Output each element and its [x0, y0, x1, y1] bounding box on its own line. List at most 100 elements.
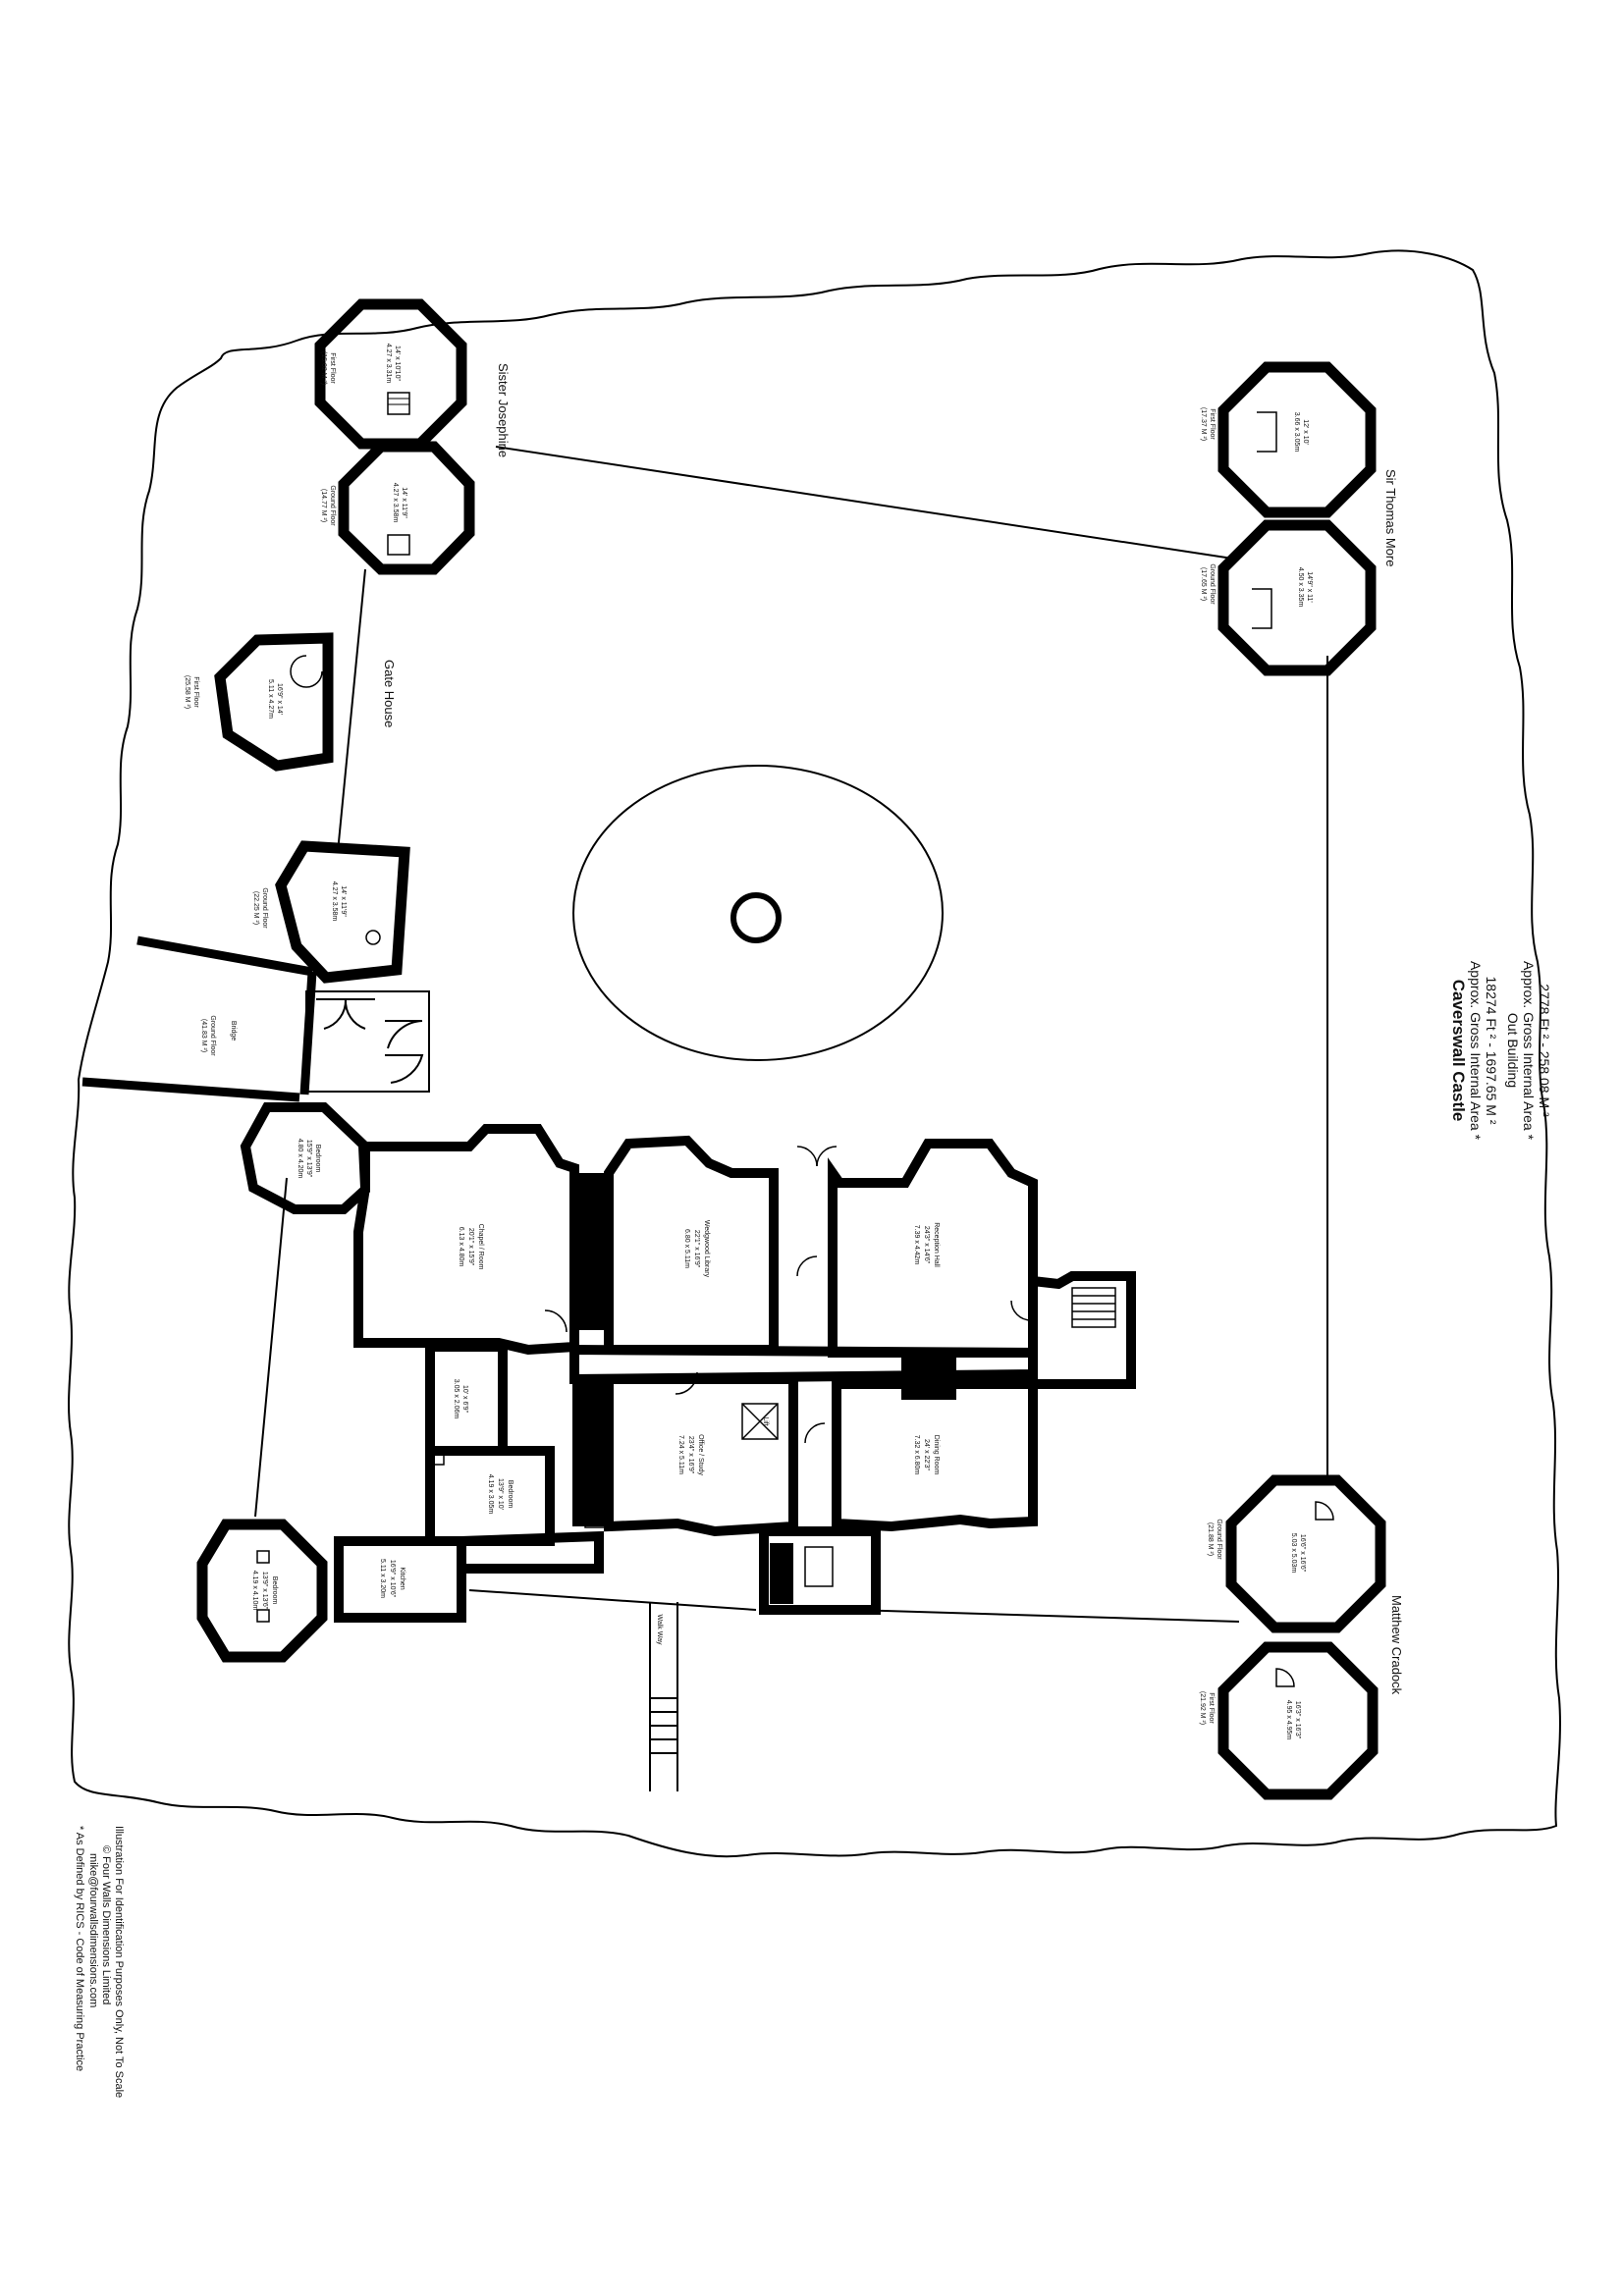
tower-gate-house-ground-floor: [275, 840, 410, 984]
grounds-boundary: [68, 249, 1561, 1858]
svg-text:23'4" x 16'9": 23'4" x 16'9": [687, 1436, 694, 1474]
svg-text:(17.37 M ²): (17.37 M ²): [1200, 407, 1207, 441]
main-house-fixtures: [431, 1287, 1116, 1587]
bridge-gates: [305, 990, 430, 1093]
tower-label-stm-first: First Floor (17.37 M ²) 12' x 10' 3.66 x…: [1200, 407, 1309, 453]
tower-label-gh-ground: Ground Floor (22.25 M ²) 14' x 11'9" 4.2…: [252, 881, 347, 930]
svg-text:(25.58 M ²): (25.58 M ²): [184, 675, 190, 709]
svg-text:4.19 x 4.10m: 4.19 x 4.10m: [251, 1571, 258, 1611]
title: Caverswall Castle: [1449, 980, 1468, 1122]
svg-text:4.95 x 4.95m: 4.95 x 4.95m: [1285, 1700, 1292, 1740]
tower-gate-house-first-floor: [214, 632, 334, 772]
out-building-area-label: Approx. Gross Internal Area *: [1521, 961, 1537, 1141]
room-label-bedroom-corner: Bedroom 13'9" x 13'6" 4.19 x 4.10m: [251, 1571, 278, 1611]
tower-corner-bedroom: [196, 1519, 328, 1663]
svg-text:First Floor: First Floor: [192, 676, 199, 708]
lift-label: Lift: [762, 1416, 769, 1425]
footer-line3: mike@fourwallsdimensions.com: [87, 1853, 99, 2007]
room-label-chapel: Chapel / Room 20'1" x 15'9" 6.13 x 4.80m: [458, 1224, 484, 1270]
svg-text:5.11 x 3.20m: 5.11 x 3.20m: [379, 1559, 386, 1598]
svg-text:14'9" x 11': 14'9" x 11': [1306, 571, 1313, 603]
svg-text:12' x 10': 12' x 10': [1302, 419, 1309, 445]
svg-text:15'9" x 13'9": 15'9" x 13'9": [305, 1140, 312, 1178]
svg-text:(21.92 M ²): (21.92 M ²): [1199, 1691, 1206, 1725]
svg-text:5.03 x 5.03m: 5.03 x 5.03m: [1290, 1533, 1297, 1574]
svg-text:(41.83 M ²): (41.83 M ²): [200, 1019, 207, 1052]
svg-text:24' x 22'3": 24' x 22'3": [923, 1439, 930, 1471]
svg-text:4.27 x 3.58m: 4.27 x 3.58m: [331, 881, 338, 922]
footer-notes: Illustration For Identification Purposes…: [74, 1826, 125, 2098]
svg-text:Ground Floor: Ground Floor: [261, 887, 268, 929]
svg-text:(21.88 M ²): (21.88 M ²): [1207, 1522, 1214, 1556]
svg-text:(14.77 M ²): (14.77 M ²): [320, 489, 327, 522]
fountain: [730, 892, 782, 943]
room-label-wedgwood: Wedgwood Library 22'1" x 16'9" 6.80 x 5.…: [683, 1220, 710, 1278]
svg-text:Ground Floor: Ground Floor: [1216, 1519, 1222, 1560]
tower-name-matthew-cradock: Matthew Cradock: [1389, 1595, 1404, 1695]
svg-text:4.50 x 3.35m: 4.50 x 3.35m: [1297, 567, 1304, 608]
tower-name-sister-josephine: Sister Josephine: [496, 363, 511, 457]
footer-line4: * As Defined by RICS - Code of Measuring…: [74, 1826, 85, 2071]
svg-text:(22.25 M ²): (22.25 M ²): [252, 891, 259, 925]
tower-name-sir-thomas-more: Sir Thomas More: [1383, 469, 1398, 566]
svg-text:20'1" x 15'9": 20'1" x 15'9": [467, 1228, 474, 1266]
tower-matthew-cradock-ground-floor: [1225, 1474, 1386, 1633]
svg-text:Office / Study: Office / Study: [697, 1434, 704, 1475]
svg-text:22'1" x 16'9": 22'1" x 16'9": [693, 1230, 700, 1268]
room-label-office: Office / Study 23'4" x 16'9" 7.24 x 5.11…: [677, 1434, 704, 1475]
out-building-value: 2778 Ft ² - 258.08 M ²: [1537, 984, 1552, 1117]
svg-text:3.66 x 3.05m: 3.66 x 3.05m: [1293, 412, 1300, 453]
svg-text:Ground Floor: Ground Floor: [329, 485, 336, 526]
room-label-kitchen: Kitchen 16'9" x 10'6" 5.11 x 3.20m: [379, 1559, 406, 1598]
tower-label-bridge-ground: Ground Floor (41.83 M ²): [200, 1015, 216, 1056]
tower-sir-thomas-more-first-floor: [1217, 361, 1377, 518]
svg-text:First Floor: First Floor: [1208, 1692, 1215, 1724]
svg-text:16'6" x 16'6": 16'6" x 16'6": [1299, 1534, 1306, 1573]
svg-text:7.24 x 5.11m: 7.24 x 5.11m: [677, 1435, 684, 1474]
tower-label-stm-ground: Ground Floor (17.65 M ²) 14'9" x 11' 4.5…: [1200, 563, 1313, 607]
footer-line1: Illustration For Identification Purposes…: [113, 1826, 125, 2098]
walk-way-label: Walk Way: [656, 1615, 663, 1645]
main-house-doors: [544, 1146, 1032, 1444]
room-label-small: 10' x 6'9" 3.05 x 2.06m: [453, 1379, 468, 1419]
svg-text:Bedroom: Bedroom: [507, 1480, 514, 1509]
main-house-internal-walls: [572, 1173, 956, 1604]
svg-text:4.27 x 3.58m: 4.27 x 3.58m: [392, 483, 399, 523]
svg-text:Bedroom: Bedroom: [271, 1576, 278, 1605]
svg-text:4.19 x 3.05m: 4.19 x 3.05m: [487, 1474, 494, 1515]
main-house-walls: [240, 1102, 1136, 1623]
courtyard-lines: [254, 446, 1328, 1623]
svg-text:Bedroom: Bedroom: [314, 1145, 321, 1173]
tower-matthew-cradock-first-floor: [1217, 1641, 1379, 1800]
svg-text:4.27 x 3.31m: 4.27 x 3.31m: [385, 344, 392, 384]
svg-text:3.05 x 2.06m: 3.05 x 2.06m: [453, 1379, 460, 1419]
svg-text:4.80 x 4.20m: 4.80 x 4.20m: [297, 1139, 303, 1179]
svg-text:Chapel / Room: Chapel / Room: [477, 1224, 484, 1270]
room-label-dining: Dining Room 24' x 22'3" 7.32 x 6.80m: [913, 1435, 940, 1475]
svg-text:(15.02 M ²): (15.02 M ²): [320, 351, 327, 385]
svg-text:6.80 x 5.11m: 6.80 x 5.11m: [683, 1229, 690, 1268]
svg-text:First Floor: First Floor: [329, 352, 336, 384]
svg-text:16'3" x 16'3": 16'3" x 16'3": [1294, 1701, 1301, 1739]
tower-sister-josephine-ground-floor: [338, 441, 475, 575]
walk-way: [649, 1602, 678, 1791]
title-block: Caverswall Castle Approx. Gross Internal…: [1449, 961, 1552, 1141]
svg-text:Ground Floor: Ground Floor: [209, 1015, 216, 1056]
svg-text:Ground Floor: Ground Floor: [1209, 563, 1216, 605]
svg-text:5.11 x 4.27m: 5.11 x 4.27m: [267, 679, 274, 719]
footer-line2: © Four Walls Dimensions Limited: [100, 1845, 112, 2004]
tower-label-sj-first: First Floor (15.02 M ²) 14' x 10'10" 4.2…: [320, 344, 401, 385]
svg-text:First Floor: First Floor: [1209, 408, 1216, 440]
bridge-walls: [81, 935, 317, 1102]
central-lawn: [572, 765, 944, 1061]
svg-text:16'9" x 14': 16'9" x 14': [276, 683, 283, 715]
tower-label-gh-first: First Floor (25.58 M ²) 16'9" x 14' 5.11…: [184, 675, 283, 719]
tower-label-mc-ground: Ground Floor (21.88 M ²) 16'6" x 16'6" 5…: [1207, 1519, 1306, 1573]
tower-label-sj-ground: Ground Floor (14.77 M ²) 14' x 11'9" 4.2…: [320, 483, 407, 527]
svg-text:Reception Hall: Reception Hall: [933, 1222, 940, 1267]
out-building-label: Out Building: [1505, 1013, 1521, 1088]
tower-sir-thomas-more-ground-floor: [1217, 519, 1377, 676]
room-label-reception: Reception Hall 24'3" x 14'6" 7.39 x 4.42…: [913, 1222, 940, 1267]
svg-text:(17.65 M ²): (17.65 M ²): [1200, 567, 1207, 601]
